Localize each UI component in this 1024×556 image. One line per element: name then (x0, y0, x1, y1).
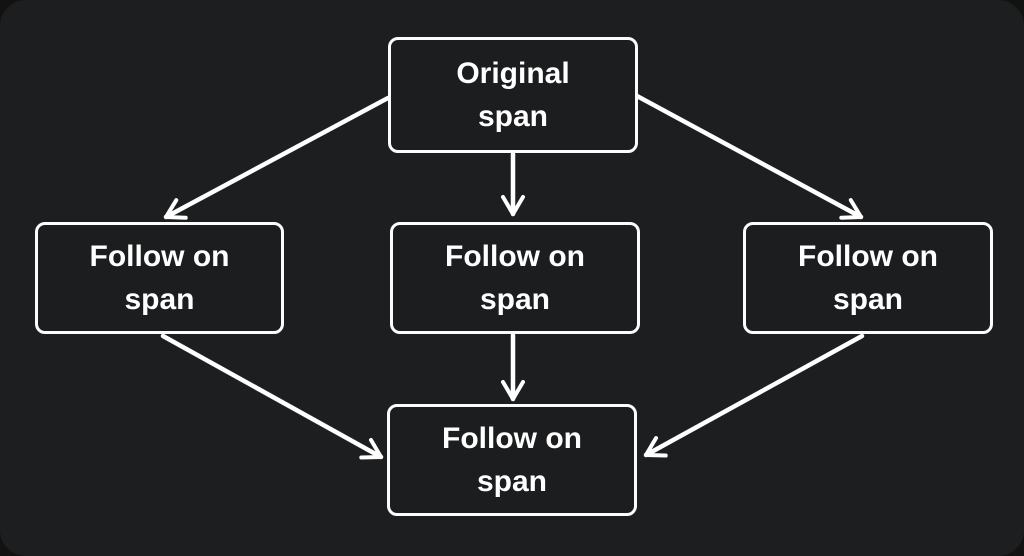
node-label: Follow on span (442, 421, 582, 499)
edge-original-to-follow-left (163, 95, 391, 220)
node-label: Follow on span (89, 239, 230, 317)
node-label: Original span (456, 56, 570, 134)
edge-original-to-follow-right (634, 93, 864, 220)
node-follow-on-span-middle: Follow on span (390, 222, 640, 334)
node-follow-on-span-right: Follow on span (743, 222, 993, 334)
node-original-span: Original span (388, 37, 638, 153)
node-follow-on-span-left: Follow on span (35, 222, 284, 334)
edge-follow-right-to-follow-bottom (643, 333, 865, 458)
node-follow-on-span-bottom: Follow on span (387, 404, 637, 516)
node-label: Follow on span (798, 239, 938, 317)
edge-follow-left-to-follow-bottom (160, 333, 384, 460)
node-label: Follow on span (445, 239, 585, 317)
